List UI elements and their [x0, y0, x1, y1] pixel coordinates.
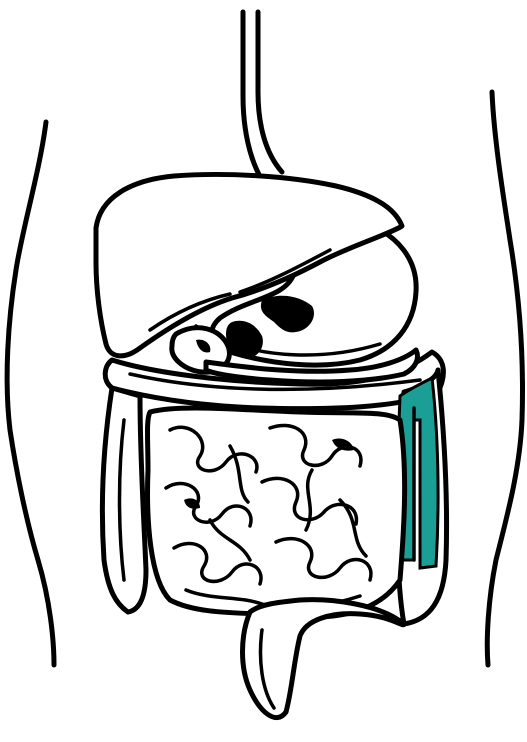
- rectum: [243, 600, 405, 718]
- small-intestine: [148, 408, 405, 617]
- esophagus: [243, 12, 282, 180]
